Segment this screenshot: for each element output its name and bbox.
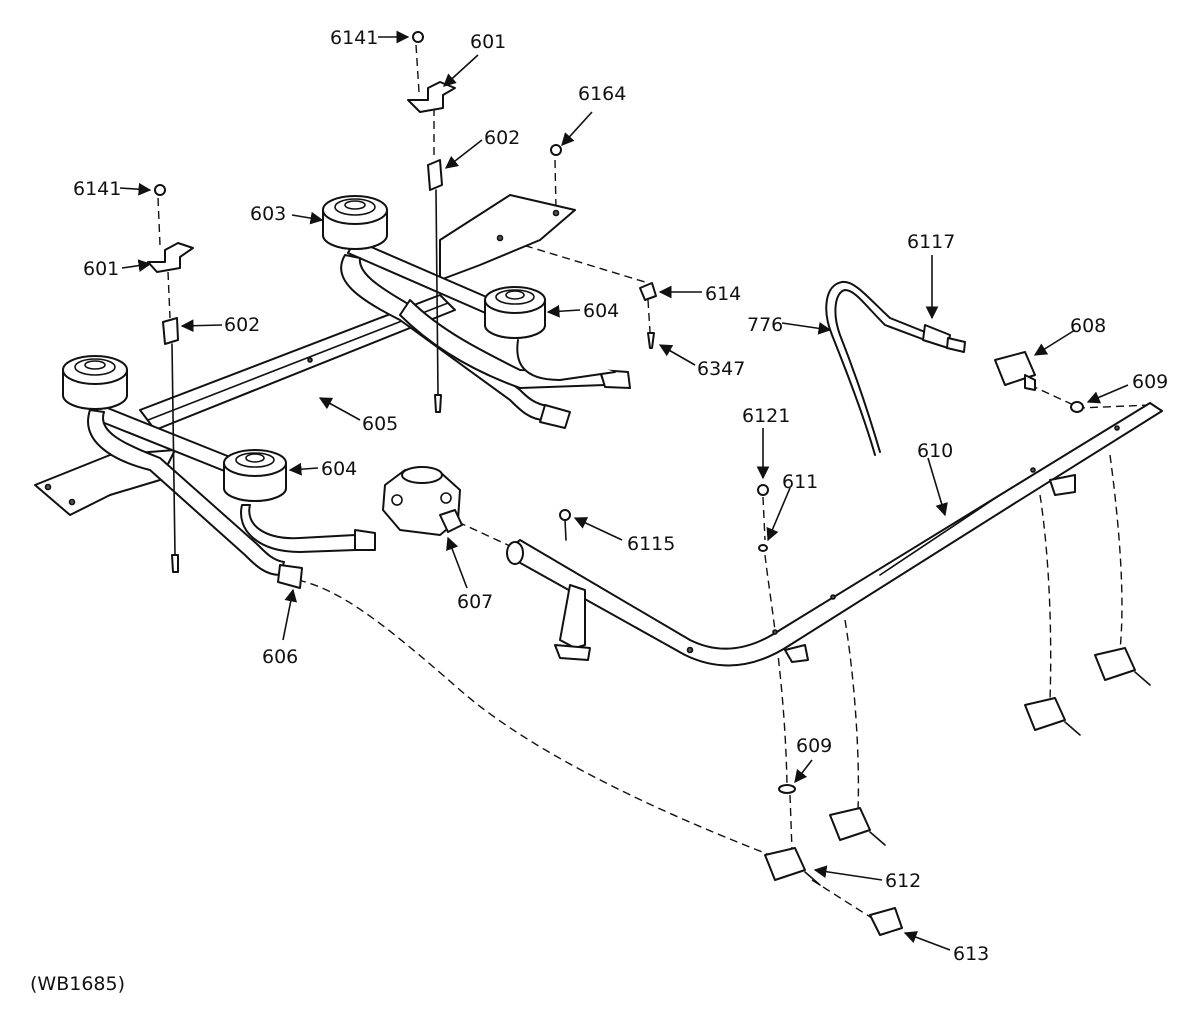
callout-leaders — [119, 30, 1129, 951]
callout-608: 608 — [1070, 315, 1106, 337]
callout-607: 607 — [457, 591, 493, 613]
callout-602-top: 602 — [484, 127, 520, 149]
callout-6347: 6347 — [697, 358, 745, 380]
callout-612: 612 — [885, 870, 921, 892]
callout-610: 610 — [917, 440, 953, 462]
callout-604-front: 604 — [321, 458, 357, 480]
mounting-hardware — [147, 31, 657, 349]
callout-605: 605 — [362, 413, 398, 435]
callout-601-left: 601 — [83, 258, 119, 280]
callout-606: 606 — [262, 646, 298, 668]
callout-6115: 6115 — [627, 533, 675, 555]
reference-code: (WB1685) — [30, 973, 125, 995]
gas-manifold — [506, 402, 1163, 667]
callout-6117: 6117 — [907, 231, 955, 253]
callout-609-right: 609 — [1132, 371, 1168, 393]
assembly-guide-lines — [157, 44, 1151, 921]
callout-611: 611 — [782, 471, 818, 493]
callout-604-right: 604 — [583, 300, 619, 322]
pilot-tube — [825, 280, 966, 456]
burner-valves — [559, 351, 1151, 936]
callout-6121: 6121 — [742, 405, 790, 427]
burner-assembly — [34, 159, 631, 589]
pressure-regulator — [382, 466, 463, 536]
callout-613: 613 — [953, 943, 989, 965]
callout-6141-top: 6141 — [330, 27, 378, 49]
callout-labels: 6141 601 6164 602 6141 603 601 602 614 6… — [30, 27, 1168, 995]
callout-6141-left: 6141 — [73, 178, 121, 200]
callout-602-left: 602 — [224, 314, 260, 336]
callout-603: 603 — [250, 203, 286, 225]
callout-601-top: 601 — [470, 31, 506, 53]
callout-609-bottom: 609 — [796, 735, 832, 757]
callout-614: 614 — [705, 283, 741, 305]
callout-776: 776 — [747, 314, 783, 336]
callout-6164: 6164 — [578, 83, 626, 105]
